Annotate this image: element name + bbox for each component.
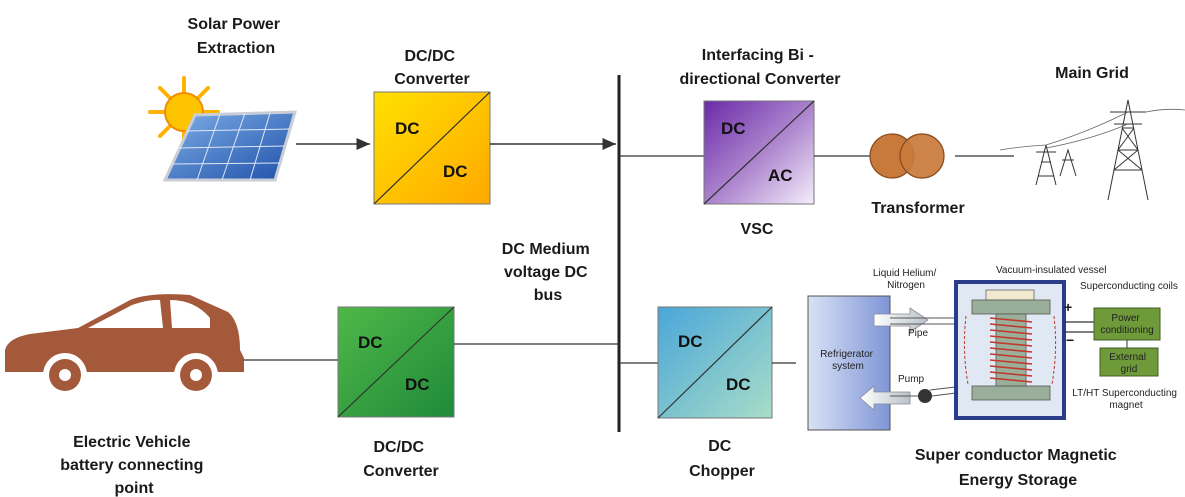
dc-chopper-box: DC DC bbox=[657, 306, 773, 419]
chopper-out: DC bbox=[726, 375, 751, 394]
top-dcdc-in: DC bbox=[395, 119, 420, 138]
vsc-in: DC bbox=[721, 119, 746, 138]
bottom-dcdc-converter-box: DC DC bbox=[337, 306, 455, 418]
magnet-label: LT/HT Superconducting magnet bbox=[1072, 388, 1179, 411]
pump-return-arrow bbox=[859, 385, 911, 411]
external-grid-box: External grid bbox=[1099, 347, 1159, 377]
solar-panel-icon bbox=[162, 110, 298, 182]
solar-title: Solar Power Extraction bbox=[188, 16, 285, 57]
power-conditioning-box: Power conditioning bbox=[1093, 307, 1161, 341]
svg-text:Refrigerator system: Refrigerator system bbox=[820, 349, 876, 372]
chopper-in: DC bbox=[678, 332, 703, 351]
coils-label: Superconducting coils bbox=[1080, 281, 1178, 292]
main-grid-title: Main Grid bbox=[1055, 65, 1129, 82]
smes-title: Super conductor Magnetic Energy Storage bbox=[915, 447, 1121, 489]
interfacing-title: Interfacing Bi - directional Converter bbox=[680, 47, 841, 88]
chopper-title: DC Chopper bbox=[689, 438, 755, 480]
electric-vehicle-car-icon bbox=[5, 294, 244, 397]
helium-inlet-arrow bbox=[873, 307, 929, 333]
bottom-dcdc-out: DC bbox=[405, 375, 430, 394]
helium-label: Liquid Helium/ Nitrogen bbox=[873, 268, 939, 291]
minus-sign: − bbox=[1066, 332, 1074, 348]
smes-vessel bbox=[954, 280, 1066, 420]
vsc-converter-box: DC AC bbox=[703, 100, 815, 205]
bottom-dcdc-in: DC bbox=[358, 333, 383, 352]
vessel-label: Vacuum-insulated vessel bbox=[996, 265, 1106, 276]
plus-sign: + bbox=[1064, 299, 1072, 315]
transformer-label: Transformer bbox=[871, 200, 964, 217]
svg-text:Pump: Pump bbox=[898, 374, 925, 385]
top-dcdc-converter-box: DC DC bbox=[373, 91, 491, 205]
pipe-line: Pipe bbox=[890, 317, 964, 339]
top-dcdc-out: DC bbox=[443, 162, 468, 181]
bottom-dcdc-title: DC/DC Converter bbox=[363, 439, 439, 480]
svg-text:External grid: External grid bbox=[1109, 352, 1148, 375]
svg-text:Power conditioning: Power conditioning bbox=[1100, 313, 1153, 336]
power-tower-icon bbox=[999, 99, 1185, 201]
vsc-label: VSC bbox=[741, 221, 774, 238]
dc-bus-label: DC Medium voltage DC bus bbox=[502, 241, 594, 304]
ev-title: Electric Vehicle battery connecting poin… bbox=[60, 434, 208, 497]
top-dcdc-title: DC/DC Converter bbox=[394, 48, 470, 88]
svg-text:Pipe: Pipe bbox=[908, 328, 928, 339]
transformer-icon bbox=[869, 133, 945, 179]
vsc-out: AC bbox=[768, 166, 793, 185]
